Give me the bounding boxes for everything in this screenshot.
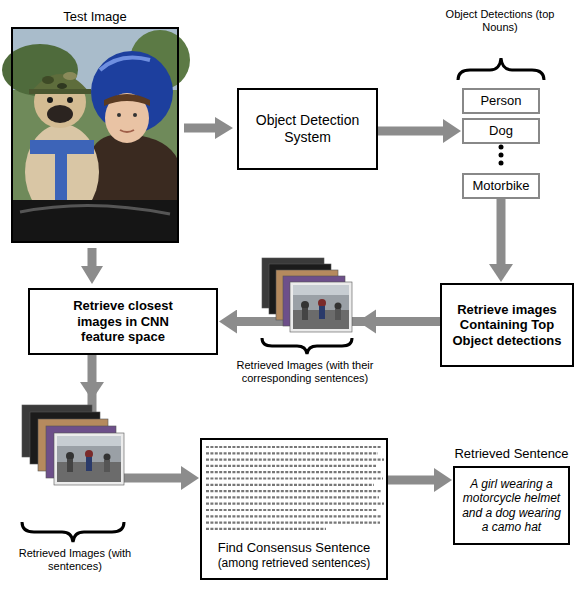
- process-box: Object Detection System: [237, 88, 378, 170]
- box-text: Dog: [489, 123, 513, 139]
- flow-arrow: [81, 248, 103, 284]
- test-photo: [2, 28, 190, 242]
- flow-arrow: [184, 117, 233, 139]
- flow-arrow: [388, 476, 434, 485]
- image-stack: [22, 405, 124, 485]
- flow-arrow: [92, 355, 181, 478]
- process-box: Find Consensus Sentence(among retrieved …: [200, 438, 388, 580]
- box-text: Find Consensus Sentence: [218, 540, 370, 556]
- box-heading: Retrieved Sentence: [445, 446, 578, 462]
- process-box: Retrieve images Containing Top Object de…: [440, 283, 574, 367]
- box-text: Retrieve images Containing Top Object de…: [446, 302, 568, 349]
- process-box: Retrieve closest images in CNN feature s…: [28, 288, 218, 355]
- noun-box: Person: [462, 88, 540, 114]
- caption-label: Test Image: [35, 9, 155, 25]
- box-text: Object Detection System: [247, 112, 368, 146]
- noun-box: Dog: [462, 118, 540, 144]
- flow-arrow: [378, 127, 443, 136]
- box-text: (among retrieved sentences): [218, 556, 371, 570]
- box-text: Retrieve closest images in CNN feature s…: [65, 298, 181, 345]
- image-stack: [262, 258, 352, 332]
- caption-label: Retrieved Images (with their correspondi…: [210, 359, 400, 385]
- arrow-head: [80, 382, 104, 400]
- arrow-head: [358, 310, 376, 334]
- box-text: Motorbike: [472, 178, 529, 194]
- brace: [458, 58, 544, 80]
- box-text: A girl wearing a motorcycle helmet and a…: [460, 477, 563, 535]
- caption-label: Retrieved Images (with sentences): [15, 547, 135, 573]
- noun-box: Motorbike: [462, 173, 540, 199]
- box-text: Person: [480, 93, 521, 109]
- ellipsis-dots: [499, 145, 504, 166]
- brace: [262, 338, 352, 354]
- sentence-box: Retrieved SentenceA girl wearing a motor…: [453, 466, 570, 545]
- brace: [22, 522, 124, 542]
- flow-arrow: [497, 199, 506, 264]
- caption-label: Object Detections (top Nouns): [445, 8, 555, 34]
